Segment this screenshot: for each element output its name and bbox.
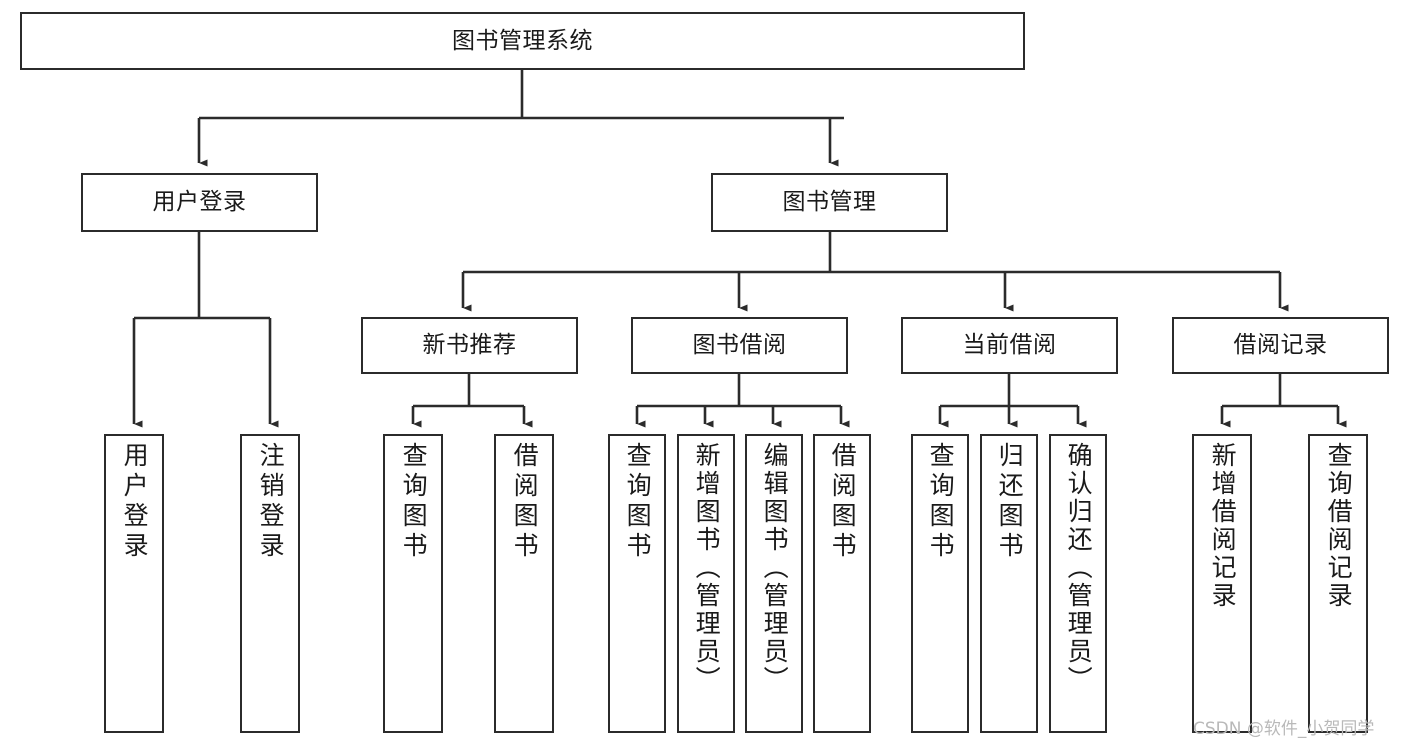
leaf-currentborrow-confirm-return[interactable]: 确认归还（管理员） [1049, 434, 1107, 733]
node-label: 新书推荐 [422, 332, 517, 359]
node-label: 查询图书 [926, 442, 956, 562]
node-label: 注销登录 [256, 442, 286, 562]
leaf-bookborrow-borrow-book[interactable]: 借阅图书 [813, 434, 871, 733]
node-book-manage[interactable]: 图书管理 [711, 173, 948, 232]
node-label: 归还图书 [995, 442, 1025, 562]
leaf-bookborrow-add-book[interactable]: 新增图书（管理员） [677, 434, 735, 733]
leaf-currentborrow-return-book[interactable]: 归还图书 [980, 434, 1038, 733]
node-label: 查询图书 [623, 442, 653, 562]
node-new-book-recommend[interactable]: 新书推荐 [361, 317, 578, 374]
leaf-borrowrecord-query-record[interactable]: 查询借阅记录 [1308, 434, 1368, 733]
csdn-watermark: CSDN @软件_小贺同学 [1193, 719, 1375, 739]
node-label: 借阅图书 [828, 442, 858, 562]
leaf-logout[interactable]: 注销登录 [240, 434, 300, 733]
node-label: 借阅记录 [1233, 332, 1328, 359]
node-label: 确认归还（管理员） [1064, 442, 1094, 694]
leaf-newbook-borrow-book[interactable]: 借阅图书 [494, 434, 554, 733]
node-label: 图书管理系统 [452, 27, 593, 54]
node-label: 新增借阅记录 [1208, 442, 1238, 610]
leaf-bookborrow-edit-book[interactable]: 编辑图书（管理员） [745, 434, 803, 733]
node-root-system[interactable]: 图书管理系统 [20, 12, 1025, 70]
node-label: 查询图书 [399, 442, 429, 562]
node-label: 图书管理 [782, 189, 877, 216]
node-label: 借阅图书 [510, 442, 540, 562]
node-book-borrow[interactable]: 图书借阅 [631, 317, 848, 374]
node-borrow-record[interactable]: 借阅记录 [1172, 317, 1389, 374]
node-label: 新增图书（管理员） [692, 442, 722, 694]
node-label: 用户登录 [152, 189, 247, 216]
leaf-borrowrecord-add-record[interactable]: 新增借阅记录 [1192, 434, 1252, 733]
node-current-borrow[interactable]: 当前借阅 [901, 317, 1118, 374]
leaf-bookborrow-query-book[interactable]: 查询图书 [608, 434, 666, 733]
node-label: 查询借阅记录 [1324, 442, 1354, 610]
node-user-login[interactable]: 用户登录 [81, 173, 318, 232]
leaf-newbook-query-book[interactable]: 查询图书 [383, 434, 443, 733]
leaf-currentborrow-query-book[interactable]: 查询图书 [911, 434, 969, 733]
leaf-user-login[interactable]: 用户登录 [104, 434, 164, 733]
node-label: 图书借阅 [692, 332, 787, 359]
node-label: 当前借阅 [962, 332, 1057, 359]
node-label: 编辑图书（管理员） [760, 442, 790, 694]
node-label: 用户登录 [120, 442, 150, 562]
